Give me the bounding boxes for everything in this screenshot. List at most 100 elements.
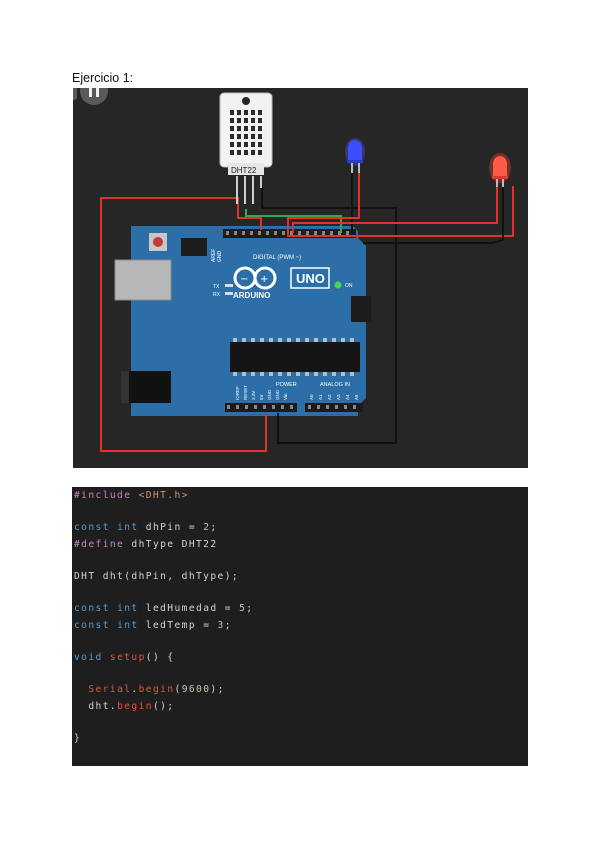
sensor-grille-slot [237,142,241,147]
header-pin [330,231,333,235]
red-led[interactable] [489,153,511,187]
power-header[interactable] [225,403,297,412]
power-jack-edge [121,371,129,403]
bottom-header-pins [227,405,356,409]
header-pin [282,231,285,235]
reset-button-cap[interactable] [153,237,163,247]
chip-pin [332,372,336,376]
chip-pin [323,372,327,376]
red-led-rim [492,176,508,179]
code-line: const int ledHumedad = 5; [74,602,253,616]
sensor-grille-slot [237,118,241,123]
blue-led[interactable] [345,138,365,173]
chip-pin [233,338,237,342]
red-led-dome [493,156,507,176]
header-pin [266,231,269,235]
circuit-simulator[interactable]: − + ARDUINO UNO DIGITAL (PWM ~) ON TX RX… [73,88,528,468]
code-token: begin [117,700,153,712]
sensor-grille-slot [251,150,255,155]
header-pin [227,405,230,409]
code-token: } [74,733,82,744]
sensor-grille-slot [258,134,262,139]
chip-pin [341,372,345,376]
power-pin-label: 3.3V [251,391,256,400]
sensor-grille-slot [244,134,248,139]
chip-pin [332,338,336,342]
header-pin [245,405,248,409]
code-token: int [117,522,146,534]
sensor-pin-2 [244,176,246,204]
code-line: void setup() { [74,651,175,665]
code-line: const int dhPin = 2; [74,521,218,535]
chip-pin [314,372,318,376]
sensor-grille-slot [251,110,255,115]
header-pin [346,231,349,235]
header-pin [242,231,245,235]
header-pin [314,231,317,235]
analog-header[interactable] [305,403,363,412]
analog-pin-label: A4 [345,394,350,400]
code-token: void [74,652,110,663]
digital-label: DIGITAL (PWM ~) [253,255,301,261]
code-token: ; [246,603,254,615]
sensor-grille-slot [230,134,234,139]
chip-pin [305,372,309,376]
sensor-grille-slot [244,126,248,131]
code-token: ; [210,522,218,534]
code-token: int [117,619,146,631]
code-token: DHT dht(dhPin, dhType); [74,571,240,582]
code-token: const [74,522,118,534]
power-pin-label: GND [267,389,272,400]
power-pin-label: IOREF [235,386,240,400]
chip-pin [269,338,273,342]
arduino-board[interactable]: − + ARDUINO UNO DIGITAL (PWM ~) ON TX RX… [114,226,371,416]
header-pin [290,405,293,409]
digital-header[interactable] [223,229,356,238]
sensor-pin-4 [260,176,262,188]
chip-pin [269,372,273,376]
power-pin-label: Vin [283,393,288,400]
on-label: ON [345,283,353,289]
chip-pin [242,372,246,376]
circuit-canvas[interactable]: − + ARDUINO UNO DIGITAL (PWM ~) ON TX RX… [73,88,528,468]
logo-plus: + [260,274,268,285]
sensor-grille [230,110,262,155]
power-pin-label: GND [275,389,280,400]
icsp-header-top [181,238,207,256]
pause-button-bg[interactable] [80,88,108,105]
header-pin [234,231,237,235]
wire-red-led-signal[interactable] [292,186,498,233]
usb-connector [114,259,172,301]
chip-pin [350,372,354,376]
power-pin-label: RESET [243,385,248,400]
dht22-sensor[interactable]: DHT22 [219,92,273,204]
code-token: ; [224,619,232,631]
microcontroller-chip [230,342,360,372]
wire-sensor-vcc[interactable] [237,209,262,230]
header-pin [298,231,301,235]
code-token: dhPin = [145,522,204,534]
code-token: const [74,603,118,615]
wire-gnd-main[interactable] [261,185,397,444]
code-editor[interactable]: #include <DHT.h>const int dhPin = 2;#def… [72,487,528,766]
chip-pin [296,338,300,342]
wire-data[interactable] [245,209,342,233]
wire-red-led-gnd[interactable] [363,186,504,244]
code-token: 5 [239,603,247,615]
sensor-grille-slot [251,118,255,123]
sensor-grille-slot [237,126,241,131]
chip-pin [305,338,309,342]
tx-label: TX [213,284,220,290]
header-pin [274,231,277,235]
chip-pin [251,338,255,342]
pause-icon-bar [96,88,99,97]
left-edge-control[interactable] [73,88,77,100]
sensor-grille-slot [251,126,255,131]
sensor-grille-slot [237,134,241,139]
code-line: DHT dht(dhPin, dhType); [74,570,239,584]
sensor-grille-slot [251,142,255,147]
wire-blue-led-signal[interactable] [287,173,514,237]
header-pin [258,231,261,235]
pause-button[interactable] [80,88,108,105]
